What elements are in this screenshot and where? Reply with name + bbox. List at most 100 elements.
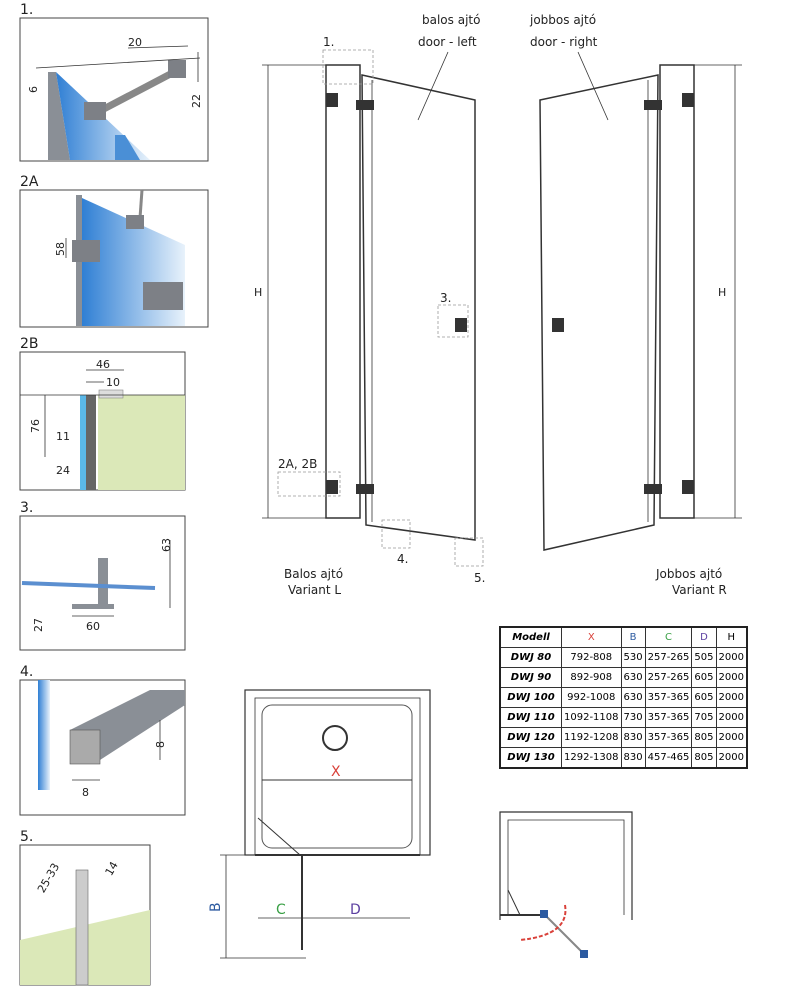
cell-c: 357-365 — [644, 707, 693, 728]
dim-60: 60 — [86, 620, 100, 633]
cell-model: DWJ 120 — [499, 727, 562, 748]
cell-h: 2000 — [715, 707, 748, 728]
cell-model: DWJ 110 — [499, 707, 562, 728]
callout-4: 4. — [397, 552, 408, 566]
left-door-elevation: balos ajtó door - left H 1. 2A, 2B 3. 4.… — [254, 13, 485, 597]
cell-c: 257-265 — [644, 667, 693, 688]
detail-1: 1. 20 6 22 — [19, 2, 209, 162]
callout-1: 1. — [323, 35, 334, 49]
right-title-line1: jobbos ajtó — [529, 13, 596, 27]
cell-h: 2000 — [715, 687, 748, 708]
cell-b: 830 — [620, 727, 646, 748]
right-title-line2: door - right — [530, 35, 598, 49]
cell-d: 705 — [691, 707, 717, 728]
cell-c: 357-365 — [644, 727, 693, 748]
cell-d: 605 — [691, 667, 717, 688]
detail-2b: 2B 46 10 76 11 24 — [19, 336, 186, 491]
detail-5-label: 5. — [20, 829, 33, 845]
detail-5: 5. 25-33 14 — [19, 829, 151, 986]
cell-model: DWJ 80 — [499, 647, 562, 668]
header-modell: Modell — [499, 626, 562, 648]
cell-b: 530 — [620, 647, 646, 668]
header-b: B — [620, 626, 646, 648]
detail-2a: 2A 58 — [19, 174, 209, 328]
dim-27: 27 — [32, 618, 45, 632]
callout-3: 3. — [440, 291, 451, 305]
dim-20: 20 — [128, 36, 142, 49]
cell-c: 457-465 — [644, 747, 693, 769]
plan-c-label: C — [276, 902, 286, 918]
cell-x: 1192-1208 — [561, 727, 622, 748]
cell-model: DWJ 100 — [499, 687, 562, 708]
cell-d: 605 — [691, 687, 717, 708]
left-title-line2: door - left — [418, 35, 477, 49]
cell-x: 1092-1108 — [561, 707, 622, 728]
cell-b: 630 — [620, 667, 646, 688]
plan-x-label: X — [331, 764, 341, 780]
plan-b-label: B — [208, 902, 224, 912]
cell-model: DWJ 130 — [499, 747, 562, 769]
dim-46: 46 — [96, 358, 110, 371]
detail-2b-label: 2B — [20, 336, 39, 352]
cell-d: 505 — [691, 647, 717, 668]
cell-x: 992-1008 — [561, 687, 622, 708]
detail-2a-label: 2A — [20, 174, 39, 190]
cell-d: 805 — [691, 727, 717, 748]
cell-model: DWJ 90 — [499, 667, 562, 688]
dim-8-width: 8 — [82, 786, 89, 799]
left-caption-line2: Variant L — [288, 583, 341, 597]
cell-x: 892-908 — [561, 667, 622, 688]
header-c: C — [644, 626, 693, 648]
left-height-label: H — [254, 286, 262, 299]
dim-76: 76 — [29, 419, 42, 433]
detail-1-label: 1. — [20, 2, 33, 18]
dim-63: 63 — [160, 538, 173, 552]
cell-c: 257-265 — [644, 647, 693, 668]
plan-view: X B C D — [208, 689, 431, 959]
cell-d: 805 — [691, 747, 717, 769]
dim-22: 22 — [190, 94, 203, 108]
swing-plan — [499, 811, 633, 958]
right-caption-line1: Jobbos ajtó — [655, 567, 722, 581]
cell-b: 630 — [620, 687, 646, 708]
right-caption-line2: Variant R — [672, 583, 727, 597]
callout-5: 5. — [474, 571, 485, 585]
right-height-label: H — [718, 286, 726, 299]
cell-b: 830 — [620, 747, 646, 769]
cell-h: 2000 — [715, 647, 748, 668]
detail-3: 3. 63 27 60 — [19, 500, 186, 651]
right-door-elevation: jobbos ajtó door - right H Jobbos ajtó V… — [529, 13, 742, 597]
cell-h: 2000 — [715, 727, 748, 748]
header-h: H — [715, 626, 748, 648]
dim-8-height: 8 — [154, 741, 167, 748]
callout-2a-2b: 2A, 2B — [278, 457, 317, 471]
cell-x: 792-808 — [561, 647, 622, 668]
dim-11: 11 — [56, 430, 70, 443]
dim-24: 24 — [56, 464, 70, 477]
cell-c: 357-365 — [644, 687, 693, 708]
detail-4-label: 4. — [20, 664, 33, 680]
left-caption-line1: Balos ajtó — [284, 567, 343, 581]
cell-h: 2000 — [715, 747, 748, 769]
left-title-line1: balos ajtó — [422, 13, 480, 27]
header-x: X — [561, 626, 622, 648]
dim-58: 58 — [54, 242, 67, 256]
dim-14: 14 — [103, 859, 121, 878]
cell-x: 1292-1308 — [561, 747, 622, 769]
detail-4: 4. 8 8 — [19, 664, 186, 816]
dim-6: 6 — [27, 86, 40, 93]
table-header-row: Modell X B C D H — [499, 626, 748, 648]
dim-10: 10 — [106, 376, 120, 389]
cell-b: 730 — [620, 707, 646, 728]
detail-3-label: 3. — [20, 500, 33, 516]
plan-d-label: D — [350, 902, 361, 918]
cell-h: 2000 — [715, 667, 748, 688]
